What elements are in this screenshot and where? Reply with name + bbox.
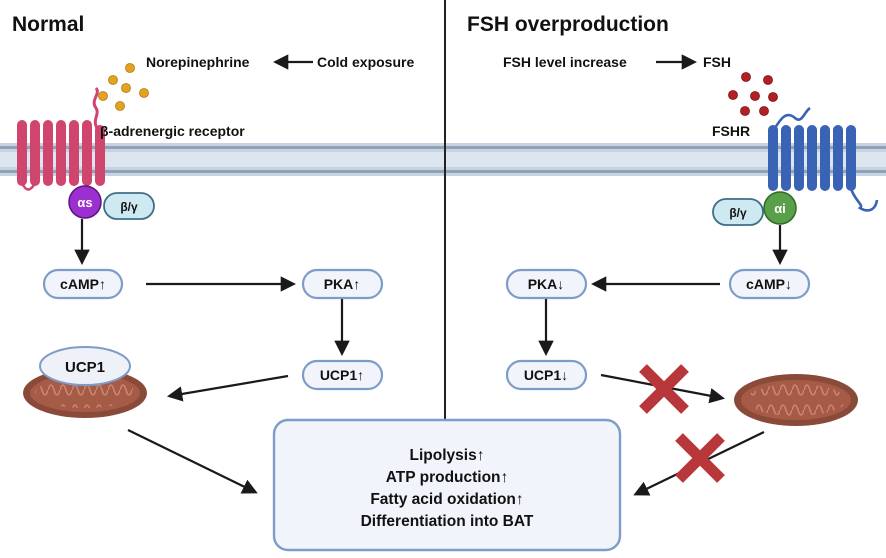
block-cross-2	[675, 433, 725, 483]
ucp1-protein-label: UCP1	[65, 359, 105, 376]
pka-up-node: PKA↑	[301, 268, 384, 300]
pka-down-node: PKA↓	[505, 268, 588, 300]
left-panel-title: Normal	[12, 13, 84, 36]
arrow-mito-to-outcome-left	[127, 429, 258, 494]
ucp1-up-node: UCP1↑	[301, 359, 384, 391]
betagamma-right-label: β/γ	[729, 206, 747, 220]
ucp1-down-label: UCP1↓	[524, 367, 568, 383]
right-panel-title: FSH overproduction	[467, 13, 669, 36]
camp-down-label: cAMP↓	[746, 276, 792, 292]
outcome-bat-differentiation: Differentiation into BAT	[361, 513, 534, 530]
outcome-fatty-acid-oxidation: Fatty acid oxidation↑	[370, 491, 523, 508]
outcome-atp-production: ATP production↑	[386, 469, 509, 486]
receptor-label-left: β-adrenergic receptor	[100, 123, 245, 139]
norepinephrine-molecules	[98, 63, 149, 111]
cold-exposure-label: Cold exposure	[317, 54, 414, 70]
g-alpha-s-label: αs	[77, 195, 92, 210]
camp-up-label: cAMP↑	[60, 276, 106, 292]
fsh-receptor	[768, 106, 879, 212]
betagamma-left-label: β/γ	[120, 200, 138, 214]
camp-up-node: cAMP↑	[42, 268, 124, 300]
outcome-lipolysis: Lipolysis↑	[410, 447, 485, 464]
pka-up-label: PKA↑	[324, 276, 361, 292]
ucp1-up-label: UCP1↑	[320, 367, 364, 383]
beta-adrenergic-receptor	[17, 87, 105, 191]
mitochondrion-right	[734, 374, 858, 426]
ucp1-protein-node: UCP1	[39, 346, 131, 386]
norepinephrine-label: Norepinephrine	[146, 54, 250, 70]
camp-down-node: cAMP↓	[728, 268, 811, 300]
fsh-label: FSH	[703, 54, 731, 70]
pka-down-label: PKA↓	[528, 276, 565, 292]
g-protein-left	[68, 185, 155, 220]
arrow-ucp1-to-mito-left	[166, 374, 289, 402]
fsh-molecules	[728, 72, 778, 116]
g-protein-right	[712, 191, 797, 226]
receptor-label-right: FSHR	[712, 123, 750, 139]
cell-membrane	[0, 143, 886, 176]
block-cross-1	[639, 364, 689, 414]
g-alpha-i-label: αi	[774, 201, 786, 216]
fsh-level-increase-label: FSH level increase	[503, 54, 627, 70]
outcome-box: Lipolysis↑ ATP production↑ Fatty acid ox…	[272, 418, 622, 552]
ucp1-down-node: UCP1↓	[505, 359, 588, 391]
